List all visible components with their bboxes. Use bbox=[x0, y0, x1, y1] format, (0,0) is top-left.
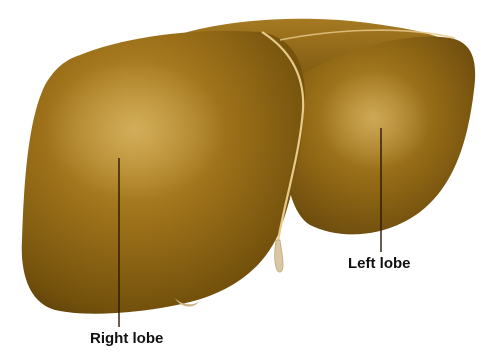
right-lobe-highlight bbox=[45, 60, 225, 200]
left-lobe-label: Left lobe bbox=[348, 255, 411, 273]
left-lobe-highlight bbox=[320, 70, 430, 170]
ligamentum-teres bbox=[275, 240, 283, 272]
right-lobe-label: Right lobe bbox=[90, 330, 163, 348]
